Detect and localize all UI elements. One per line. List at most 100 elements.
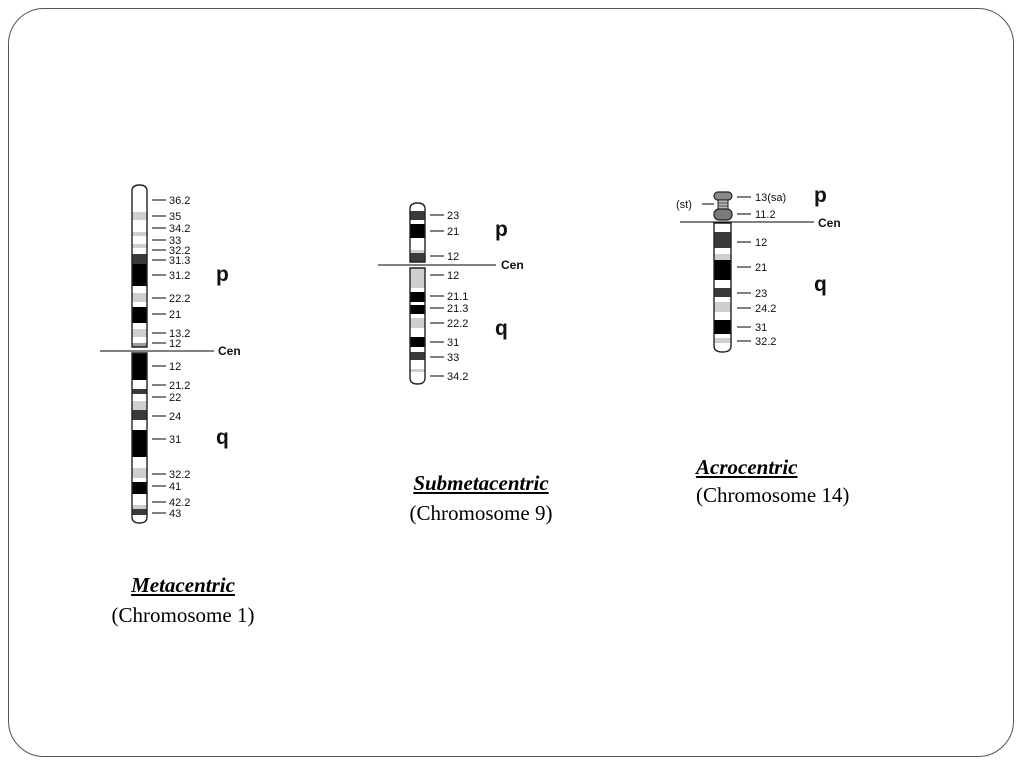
- chromosome-band: [410, 203, 425, 211]
- chromosome-band: [410, 318, 425, 328]
- chr14-band-label: 11.2: [755, 209, 776, 221]
- chromosome-band: [132, 185, 147, 212]
- chr1-band-label: 32.2: [169, 245, 190, 257]
- chromosome-band: [410, 224, 425, 238]
- chromosome-14-q-arm-outline: [713, 222, 732, 353]
- chr1-band-label: 41: [169, 481, 181, 493]
- chromosome-1-p-arm-outline: [131, 184, 148, 348]
- chromosome-band: [714, 254, 731, 260]
- chr1-band-label: 31.3: [169, 255, 190, 267]
- chromosome-band: [714, 223, 731, 232]
- chr9-band-label: 12: [447, 251, 459, 263]
- chr1-band-label: 34.2: [169, 223, 190, 235]
- chromosome-band: [410, 360, 425, 369]
- chromosome-band: [714, 248, 731, 254]
- chromosome-band: [132, 353, 147, 380]
- chromosome-band: [132, 478, 147, 482]
- chromosome-band: [714, 280, 731, 288]
- chromosome-band: [132, 254, 147, 264]
- chromosome-9-band-labels: 23 21 12 12 21.1 21.3 22.2 31 33 34.2: [430, 210, 468, 383]
- chromosome-band: [714, 334, 731, 338]
- chromosome-band: [132, 236, 147, 244]
- chr1-band-label: 35: [169, 211, 181, 223]
- chr1-band-label: 12: [169, 338, 181, 350]
- chromosome-band: [132, 494, 147, 505]
- chromosome-band: [132, 323, 147, 329]
- chromosome-band: [714, 232, 731, 248]
- chromosome-14-stalk-label: (st): [676, 199, 692, 211]
- caption-submetacentric: Submetacentric (Chromosome 9): [376, 468, 586, 528]
- chromosome-band: [132, 293, 147, 302]
- chr9-band-label: 21.3: [447, 303, 468, 315]
- chr9-band-label: 21: [447, 226, 459, 238]
- chromosome-1-band-labels: 36.2 35 34.2 33 32.2 31.3 31.2 22.2 21 1…: [152, 195, 190, 520]
- chr9-band-label: 21.1: [447, 291, 468, 303]
- chr9-band-label: 31: [447, 337, 459, 349]
- chromosome-14-p-label: p: [814, 184, 827, 207]
- chromosome-band: [714, 297, 731, 302]
- chromosome-band: [410, 328, 425, 337]
- chromosome-9-p-label: p: [495, 218, 508, 241]
- chromosome-band: [132, 244, 147, 248]
- chromosome-band: [132, 329, 147, 337]
- caption-acrocentric: Acrocentric (Chromosome 14): [696, 452, 872, 510]
- caption-metacentric: Metacentric (Chromosome 1): [83, 570, 283, 630]
- chr1-band-label: 33: [169, 235, 181, 247]
- chromosome-band: [132, 420, 147, 430]
- chr1-band-label: 22.2: [169, 293, 190, 305]
- chromosome-band: [410, 211, 425, 220]
- chromosome-band: [132, 248, 147, 254]
- chromosome-1-q-label: q: [216, 426, 229, 449]
- chromosome-band: [714, 338, 731, 343]
- chr1-band-label: 32.2: [169, 469, 190, 481]
- chromosome-band: [410, 352, 425, 360]
- chromosome-14-bands: [714, 223, 731, 352]
- chromosome-band: [132, 232, 147, 236]
- chromosome-band: [132, 264, 147, 286]
- chromosome-band: [132, 401, 147, 410]
- chromosome-14-label: (Chromosome 14): [696, 483, 850, 507]
- chr1-band-label: 36.2: [169, 195, 190, 207]
- chromosome-band: [132, 343, 147, 347]
- chr1-band-label: 31: [169, 434, 181, 446]
- chr14-band-label: 21: [755, 262, 767, 274]
- chr9-band-label: 34.2: [447, 371, 468, 383]
- metacentric-title: Metacentric: [131, 573, 235, 597]
- chromosome-9-label: (Chromosome 9): [409, 501, 553, 525]
- chr1-band-label: 12: [169, 361, 181, 373]
- chromosome-14-q-label: q: [814, 273, 827, 296]
- chromosome-1-bands: [132, 185, 147, 523]
- chr1-band-label: 22: [169, 392, 181, 404]
- chromosome-band: [132, 337, 147, 343]
- chromosome-band: [132, 212, 147, 220]
- chromosome-band: [132, 505, 147, 509]
- chromosome-band: [132, 482, 147, 494]
- chromosome-9-cen-label: Cen: [501, 258, 524, 272]
- chromosome-1-p-label: p: [216, 263, 229, 286]
- chromosome-1-cen-label: Cen: [218, 344, 241, 358]
- chromosome-band: [410, 314, 425, 318]
- slide-frame: [8, 8, 1014, 757]
- chromosome-band: [410, 220, 425, 224]
- chr1-band-label: 43: [169, 508, 181, 520]
- chr1-band-label: 13.2: [169, 328, 190, 340]
- chromosome-band: [410, 253, 425, 262]
- chromosome-band: [132, 302, 147, 307]
- chromosome-14-p-arm: [713, 208, 733, 221]
- chr14-band-label: 13(sa): [755, 192, 786, 204]
- chromosome-band: [410, 238, 425, 250]
- chr1-band-label: 21: [169, 309, 181, 321]
- chromosome-1-q-arm-outline: [131, 352, 148, 524]
- chromosome-band: [132, 509, 147, 515]
- chromosome-9-q-label: q: [495, 317, 508, 340]
- chr1-band-label: 42.2: [169, 497, 190, 509]
- chromosome-band: [714, 260, 731, 280]
- chromosome-band: [410, 369, 425, 372]
- chromosome-band: [714, 343, 731, 352]
- chromosome-band: [132, 457, 147, 468]
- chromosome-14-stalk: [717, 199, 729, 210]
- chr9-band-label: 12: [447, 270, 459, 282]
- chromosome-band: [714, 302, 731, 312]
